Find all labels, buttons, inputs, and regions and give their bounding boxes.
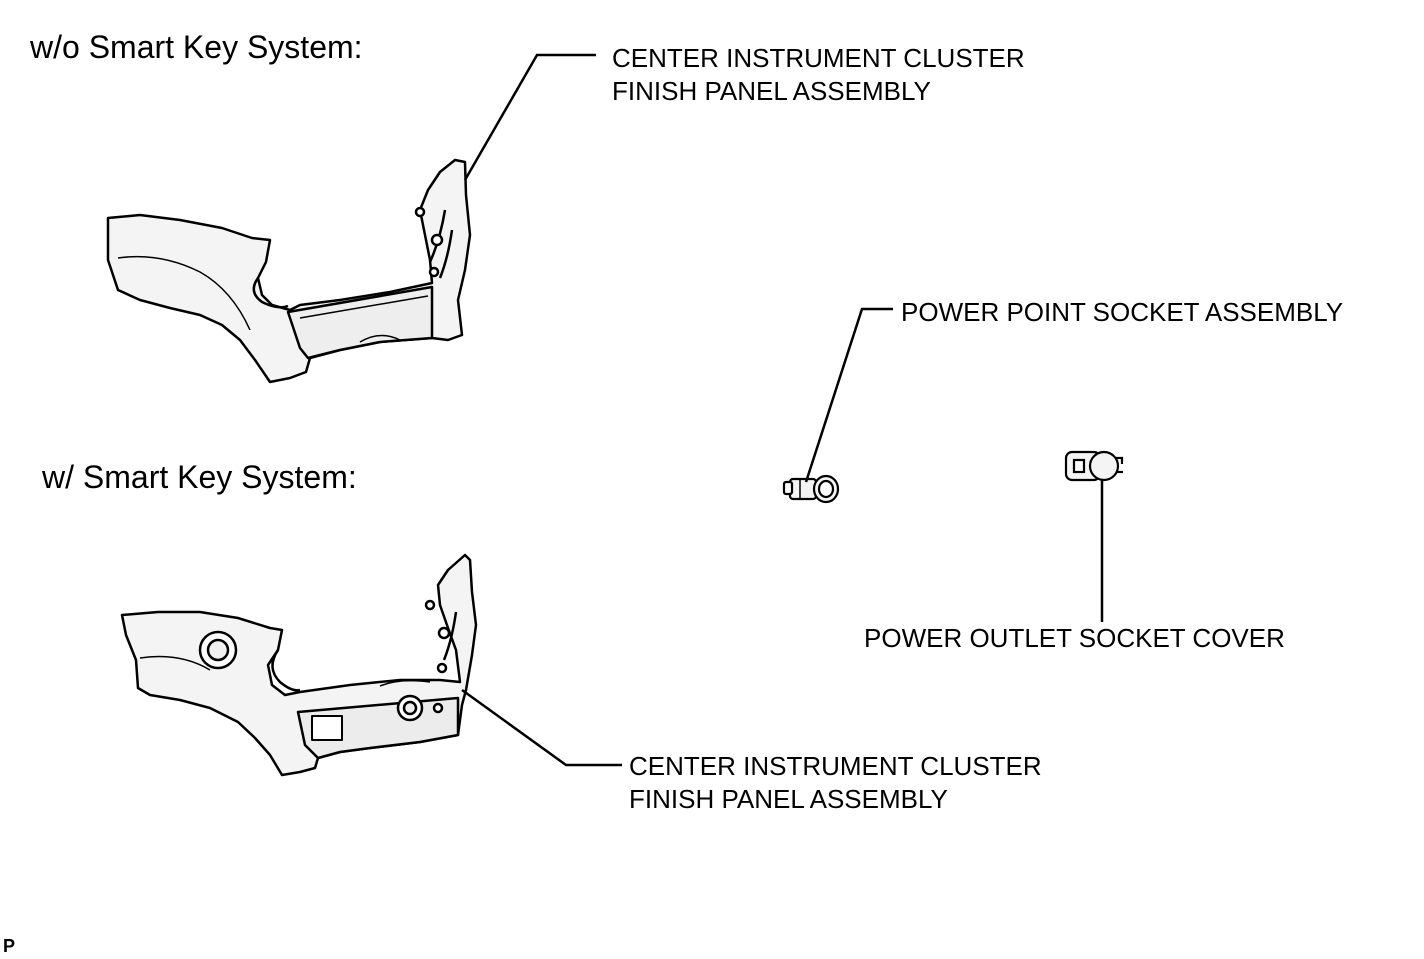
callout-bottom-panel-line2: FINISH PANEL ASSEMBLY [629,784,948,814]
leader-top-panel [463,53,596,181]
callout-bottom-panel: CENTER INSTRUMENT CLUSTER FINISH PANEL A… [629,750,1042,816]
leader-power-point [804,307,893,483]
finish-panel-with-smart-key [120,553,478,777]
leader-bottom-panel [461,688,622,767]
callout-power-outlet-cover: POWER OUTLET SOCKET COVER [864,623,1285,653]
corner-mark: P [3,936,16,956]
callout-power-point: POWER POINT SOCKET ASSEMBLY [901,297,1344,327]
heading-with-smart-key: w/ Smart Key System: [42,459,357,495]
power-outlet-cover-part [1064,450,1124,482]
callout-top-panel-line1: CENTER INSTRUMENT CLUSTER [612,43,1025,73]
power-point-socket-part [782,474,840,504]
callout-bottom-panel-line1: CENTER INSTRUMENT CLUSTER [629,751,1042,781]
callout-top-panel-line2: FINISH PANEL ASSEMBLY [612,76,931,106]
heading-without-smart-key: w/o Smart Key System: [30,29,363,65]
finish-panel-without-smart-key [106,158,472,384]
callout-top-panel: CENTER INSTRUMENT CLUSTER FINISH PANEL A… [612,42,1025,108]
